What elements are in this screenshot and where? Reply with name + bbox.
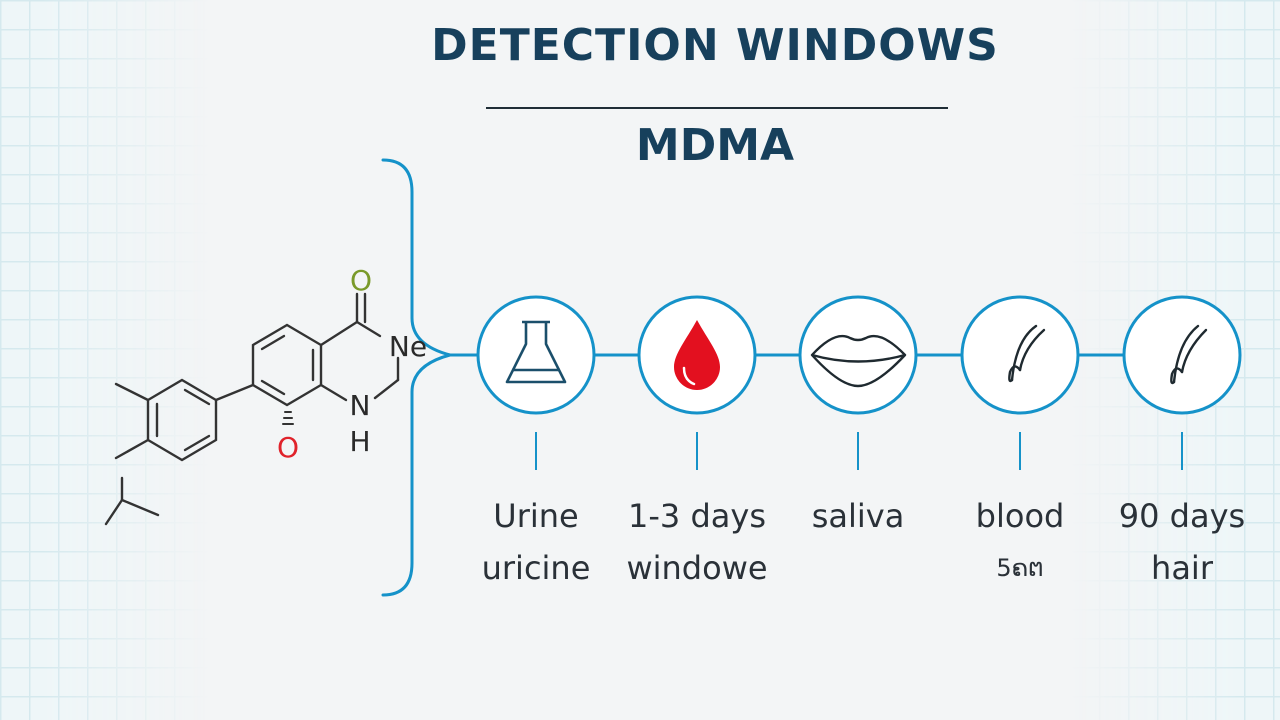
step-label-line2: uricine <box>481 549 591 587</box>
curly-brace <box>381 158 456 597</box>
step-label-saliva: saliva <box>778 490 938 542</box>
page-title: DETECTION WINDOWS <box>431 20 999 71</box>
atom-label-hydroxy-o: O <box>277 431 299 464</box>
grid-background-right <box>1070 0 1280 720</box>
title-divider <box>486 107 948 109</box>
step-label-blood: blood 5ຄຕ <box>940 490 1100 594</box>
step-label-urine: Urine uricine <box>456 490 616 594</box>
step-label-days: 1-3 days windowe <box>617 490 777 594</box>
step-label-line1: Urine <box>493 497 579 535</box>
step-circle-blood <box>960 295 1080 415</box>
drug-name: MDMA <box>635 120 795 171</box>
step-ticks <box>535 432 1183 470</box>
step-circle-hair <box>1122 295 1242 415</box>
flask-icon <box>505 320 567 384</box>
step-label-line1: 90 days <box>1118 497 1246 535</box>
lips-icon <box>810 334 907 388</box>
step-label-line2: windowe <box>626 549 768 587</box>
grid-background-left <box>0 0 210 720</box>
atom-label-carbonyl-o: O <box>350 264 372 297</box>
step-label-line1: blood <box>975 497 1065 535</box>
hair-icon <box>1008 324 1046 383</box>
step-label-line1: 1-3 days <box>628 497 766 535</box>
step-circles <box>476 295 1242 415</box>
hair-strand-icon <box>1170 324 1208 385</box>
atom-label-ne: Ne <box>389 330 427 363</box>
atom-label-h: H <box>349 425 370 458</box>
step-label-line2: 5ຄຕ <box>996 554 1044 582</box>
step-label-line1: saliva <box>811 497 905 535</box>
molecule-structure <box>104 292 400 526</box>
atom-label-n: N <box>350 389 371 422</box>
step-label-hair: 90 days hair <box>1102 490 1262 594</box>
step-label-line2: hair <box>1151 549 1213 587</box>
step-circle-saliva <box>798 295 918 415</box>
blood-drop-icon <box>674 320 720 390</box>
step-circle-urine <box>476 295 596 415</box>
